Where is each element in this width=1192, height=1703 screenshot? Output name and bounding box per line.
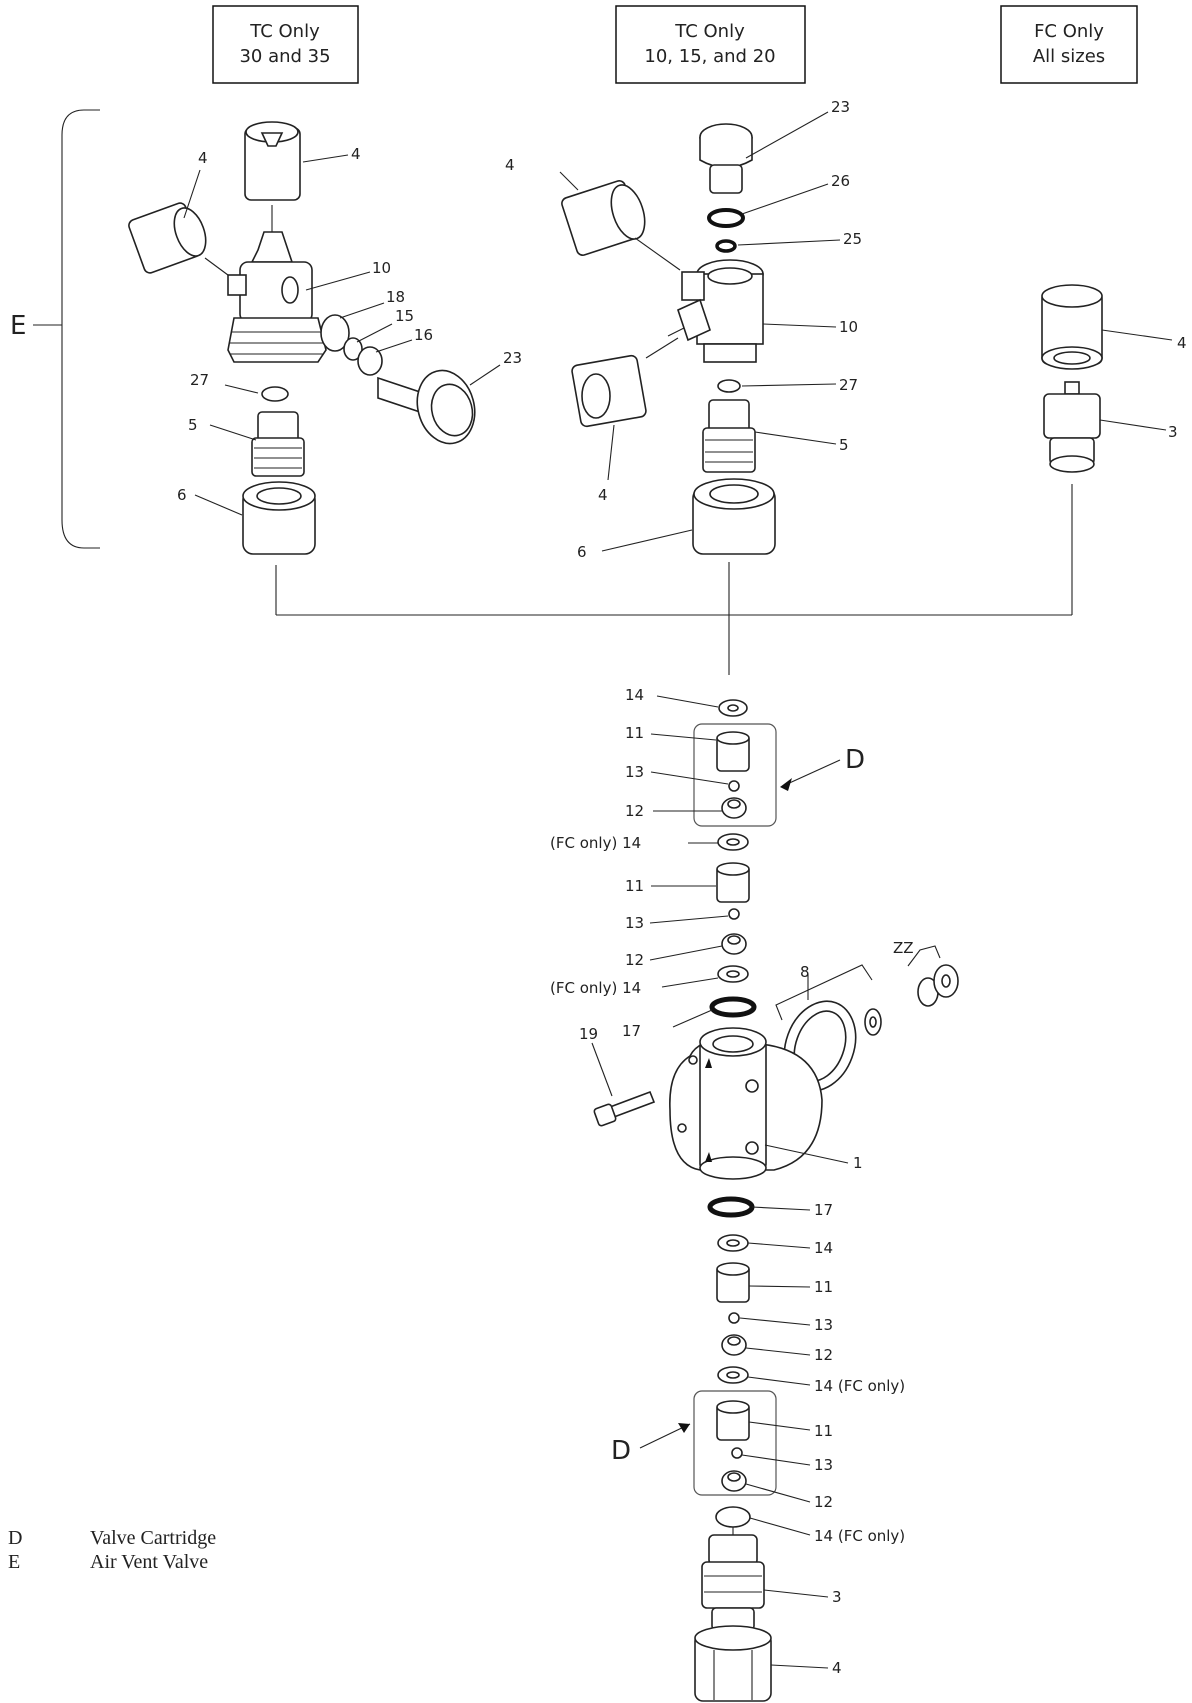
- lower-valve-stack: 17 14 11 13 12 14 (FC only) 11 13 12 14 …: [611, 1196, 905, 1702]
- callout-13: 13: [814, 1456, 833, 1474]
- right-fc-assembly: 4 3: [1041, 284, 1187, 473]
- legend-text: Valve Cartridge: [90, 1527, 217, 1549]
- callout-12: 12: [625, 951, 644, 969]
- legend-key: D: [8, 1527, 23, 1549]
- callout-4: 4: [505, 156, 515, 174]
- header-box-line1: FC Only: [1034, 21, 1104, 42]
- callout-4: 4: [198, 149, 208, 167]
- callout-26: 26: [831, 172, 850, 190]
- legend-item: D Valve Cartridge: [8, 1526, 216, 1550]
- legend-item: E Air Vent Valve: [8, 1550, 216, 1574]
- header-box-line1: TC Only: [249, 21, 320, 42]
- callout-16: 16: [414, 326, 433, 344]
- upper-valve-stack: 14 11 13 12 (FC only) 14 11 13 12 (FC on…: [550, 686, 865, 1040]
- callout-3: 3: [1168, 423, 1178, 441]
- legend-key: E: [8, 1551, 21, 1573]
- callout-12: 12: [814, 1346, 833, 1364]
- header-box-fc-all: FC Only All sizes: [1000, 5, 1138, 84]
- callout-13: 13: [625, 914, 644, 932]
- header-box-tc-10-15-20: TC Only 10, 15, and 20: [615, 5, 806, 84]
- air-vent-bracket: E: [10, 109, 100, 549]
- callout-fc-only-14: (FC only) 14: [550, 979, 641, 997]
- callout-14: 14: [814, 1239, 833, 1257]
- callout-6: 6: [177, 486, 187, 504]
- callout-5: 5: [839, 436, 849, 454]
- callout-27: 27: [839, 376, 858, 394]
- header-box-line2: All sizes: [1033, 46, 1105, 67]
- callout-3: 3: [832, 1588, 842, 1606]
- header-box-line2: 30 and 35: [239, 46, 330, 67]
- callout-13: 13: [814, 1316, 833, 1334]
- middle-air-vent-assembly: 23 26 25 4 10 27 4 5 6: [505, 98, 862, 561]
- callout-11: 11: [625, 724, 644, 742]
- callout-11: 11: [814, 1278, 833, 1296]
- callout-27: 27: [190, 371, 209, 389]
- callout-4: 4: [832, 1659, 842, 1677]
- callout-4: 4: [1177, 334, 1187, 352]
- header-box-line2: 10, 15, and 20: [644, 46, 775, 67]
- legend: D Valve Cartridge E Air Vent Valve: [8, 1526, 216, 1574]
- callout-10: 10: [839, 318, 858, 336]
- header-box-line1: TC Only: [674, 21, 745, 42]
- callout-14: 14: [625, 686, 644, 704]
- valve-cartridge-box-bottom: [693, 1390, 777, 1496]
- callout-14-fc-only: 14 (FC only): [814, 1377, 905, 1395]
- callout-23: 23: [503, 349, 522, 367]
- callout-10: 10: [372, 259, 391, 277]
- header-box-tc-30-35: TC Only 30 and 35: [212, 5, 359, 84]
- callout-1: 1: [853, 1154, 863, 1172]
- callout-zz: ZZ: [893, 939, 914, 957]
- callout-14-fc-only: 14 (FC only): [814, 1527, 905, 1545]
- callout-11: 11: [814, 1422, 833, 1440]
- callout-fc-only-14: (FC only) 14: [550, 834, 641, 852]
- callout-18: 18: [386, 288, 405, 306]
- callout-15: 15: [395, 307, 414, 325]
- callout-5: 5: [188, 416, 198, 434]
- callout-4: 4: [598, 486, 608, 504]
- callout-4: 4: [351, 145, 361, 163]
- valve-cartridge-box-top: [693, 723, 777, 827]
- callout-25: 25: [843, 230, 862, 248]
- callout-17: 17: [814, 1201, 833, 1219]
- legend-text: Air Vent Valve: [90, 1551, 209, 1573]
- callout-13: 13: [625, 763, 644, 781]
- assembly-connector-lines: [275, 484, 1073, 675]
- callout-12: 12: [814, 1493, 833, 1511]
- callout-6: 6: [577, 543, 587, 561]
- callout-19: 19: [579, 1025, 598, 1043]
- callout-17: 17: [622, 1022, 641, 1040]
- left-air-vent-assembly: 4 4 10 18 15 16 23 27 5 6: [128, 121, 522, 555]
- callout-23: 23: [831, 98, 850, 116]
- group-label-e: E: [10, 311, 26, 341]
- callout-8: 8: [800, 963, 810, 981]
- callout-11: 11: [625, 877, 644, 895]
- pump-body-assembly: 19 8 ZZ 1: [579, 939, 959, 1180]
- group-label-d: D: [845, 745, 865, 775]
- callout-12: 12: [625, 802, 644, 820]
- group-label-d: D: [611, 1436, 631, 1466]
